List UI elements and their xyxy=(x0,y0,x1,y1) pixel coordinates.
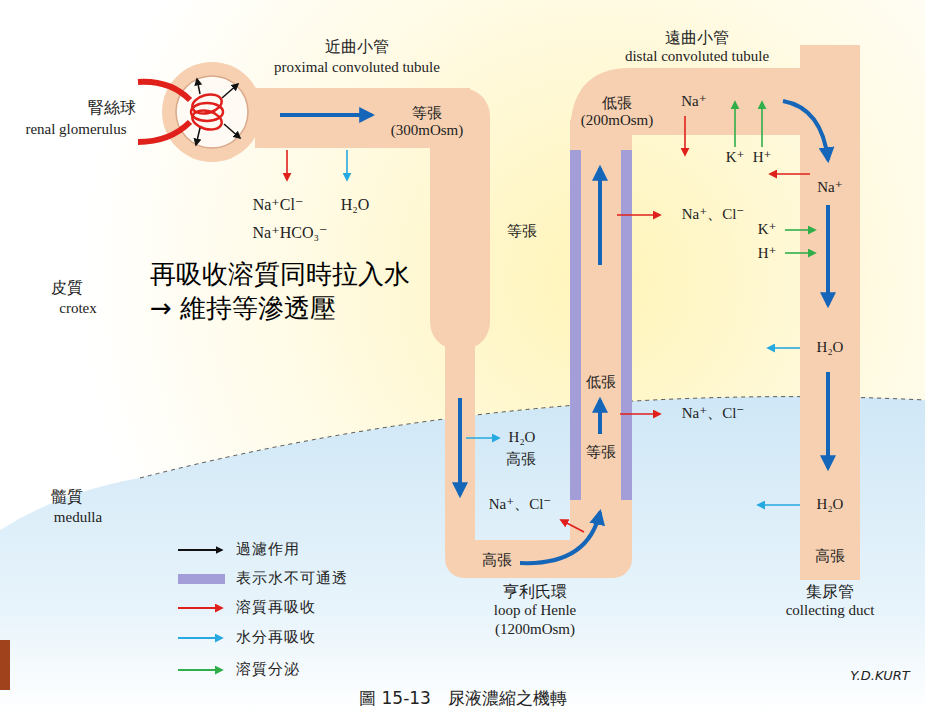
reabsorption-arrow xyxy=(286,150,288,180)
bowman-space xyxy=(176,76,248,148)
label-text: 腎絲球 xyxy=(88,99,136,117)
label-text: 低張 (200mOsm) xyxy=(569,95,665,130)
water-reabsorption-arrows xyxy=(347,150,800,505)
label-text: 等張 xyxy=(507,223,537,240)
legend-samples xyxy=(178,550,222,670)
legend-sample-arrow xyxy=(178,637,222,639)
flow-arrow xyxy=(598,168,602,265)
label-text: K⁺ xyxy=(726,149,745,166)
secretion-arrow xyxy=(761,102,763,147)
legend-swatch xyxy=(178,574,225,584)
label-text: 皮質 xyxy=(51,279,83,297)
reabsorption-arrow xyxy=(684,116,686,155)
label-text: 髓質 xyxy=(51,488,83,506)
flow-arrow xyxy=(280,113,372,117)
legend-sample-arrow xyxy=(178,669,222,671)
label-text: Na⁺ xyxy=(817,179,842,196)
label-text: (1200mOsm) xyxy=(495,621,575,638)
label-text: H⁺ xyxy=(758,245,777,262)
water-impermeable-wall xyxy=(570,150,581,500)
filtration-arrows xyxy=(196,79,240,145)
edge-tab xyxy=(0,640,10,690)
legend-text: 過濾作用 xyxy=(236,541,300,558)
water-arrow xyxy=(466,437,499,439)
glomerulus xyxy=(138,82,224,142)
flow-arrows xyxy=(280,101,828,563)
label-text: H₂O xyxy=(341,196,370,214)
filtration-arrow xyxy=(197,79,200,94)
legend-text: 表示水不可通透 xyxy=(236,570,348,587)
descending-limb xyxy=(445,330,475,555)
label-text: 低張 xyxy=(586,374,616,391)
label-text: Na⁺、Cl⁻ xyxy=(489,496,552,513)
legend-text: 水分再吸收 xyxy=(236,629,316,646)
label-text: collecting duct xyxy=(786,602,875,619)
label-text: Y.D.KURT xyxy=(850,669,909,684)
flow-arrow xyxy=(826,372,830,468)
afferent-vessel xyxy=(138,82,190,100)
label-text: 再吸收溶質同時拉入水 → 維持等滲透壓 xyxy=(150,258,422,326)
flow-arrow xyxy=(783,101,828,160)
legend-sample-arrow xyxy=(178,549,222,551)
label-text: Na⁺、Cl⁻ xyxy=(682,206,745,223)
capillary-coil xyxy=(190,107,224,132)
ascending-limb xyxy=(570,120,632,560)
flow-arrow xyxy=(598,400,602,434)
label-text: H₂O xyxy=(817,496,844,513)
flow-arrow xyxy=(826,205,830,305)
label-text: loop of Henle xyxy=(494,602,576,619)
label-text: 近曲小管 xyxy=(325,38,389,56)
label-text: 亨利氏環 xyxy=(503,583,567,601)
secretion-arrow xyxy=(734,102,736,147)
reabsorption-arrow xyxy=(770,173,810,175)
filtration-arrow xyxy=(196,128,200,145)
secretion-arrows xyxy=(735,102,815,253)
legend-text: 溶質再吸收 xyxy=(236,599,316,616)
label-text: renal glomerulus xyxy=(25,121,126,138)
label-text: proximal convoluted tubule xyxy=(274,59,440,76)
label-text: medulla xyxy=(54,509,102,526)
reabsorption-arrow xyxy=(561,520,584,532)
label-text: 高張 xyxy=(815,548,845,565)
water-impermeable-wall xyxy=(621,150,632,500)
reabsorption-arrow xyxy=(620,413,660,415)
label-text: crotex xyxy=(59,300,96,317)
label-text: 高張 xyxy=(482,552,512,569)
filtration-arrow xyxy=(222,84,238,98)
solute-reabsorption-arrows xyxy=(287,116,810,532)
label-text: K⁺ xyxy=(758,221,777,238)
label-text: H₂O xyxy=(817,339,844,356)
label-text: 等張 (300mOsm) xyxy=(379,105,475,140)
label-text: Na⁺ xyxy=(681,93,706,110)
water-arrow xyxy=(768,347,800,349)
efferent-vessel xyxy=(138,122,190,142)
label-text: 遠曲小管 xyxy=(665,29,729,47)
label-text: 集尿管 xyxy=(806,583,854,601)
secretion-arrow xyxy=(785,229,815,231)
reabsorption-arrow xyxy=(617,214,660,216)
legend-text: 溶質分泌 xyxy=(236,661,300,678)
label-text: Na⁺Cl⁻ xyxy=(253,196,304,214)
secretion-arrow xyxy=(785,252,815,254)
figure-caption: 圖 15-13 尿液濃縮之機轉 xyxy=(359,687,567,710)
label-text: H₂O xyxy=(509,429,536,446)
flow-arrow xyxy=(458,398,462,495)
label-text: Na⁺HCO₃⁻ xyxy=(253,224,328,242)
label-text: distal convoluted tubule xyxy=(625,48,769,65)
water-arrow xyxy=(346,150,348,180)
label-text: 等張 xyxy=(586,444,616,461)
bowman-capsule xyxy=(162,62,262,162)
filtration-arrow xyxy=(224,124,240,138)
legend-sample-arrow xyxy=(178,607,222,609)
label-text: 高張 xyxy=(506,451,536,468)
water-arrow xyxy=(758,504,800,506)
label-text: H⁺ xyxy=(753,149,772,166)
collecting-duct-tube xyxy=(800,45,860,580)
label-text: Na⁺、Cl⁻ xyxy=(682,405,745,422)
flow-arrow xyxy=(520,512,600,563)
